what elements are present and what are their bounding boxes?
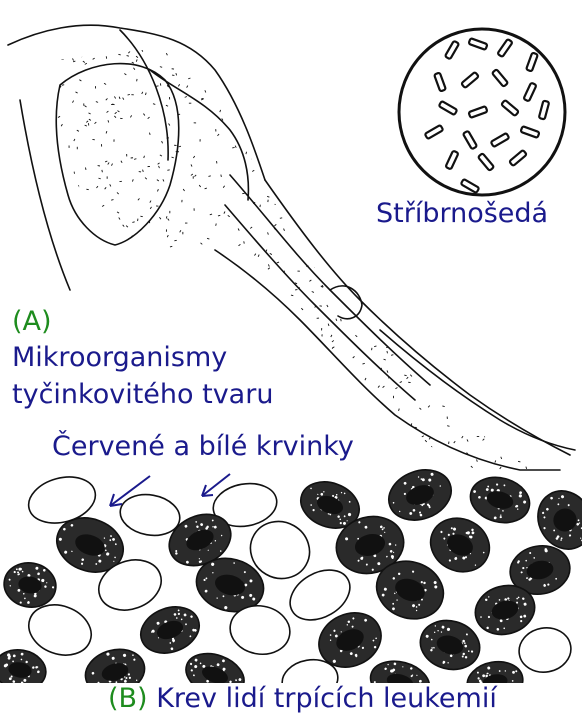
forearm-line xyxy=(380,330,575,450)
label-silver-gray: Stříbrnošedá xyxy=(376,200,548,227)
label-part-b: (B) xyxy=(108,683,148,714)
shoulder-contour xyxy=(8,25,265,180)
white-blood-cell xyxy=(465,471,534,529)
deltoid-curve xyxy=(120,30,168,160)
label-microorganisms-line2: tyčinkovitého tvaru xyxy=(12,381,273,408)
white-blood-cell xyxy=(415,614,485,676)
white-blood-cell xyxy=(0,646,49,694)
label-part-a: (A) xyxy=(12,308,52,335)
white-blood-cell xyxy=(134,599,205,661)
red-blood-cell xyxy=(516,624,575,676)
label-microorganisms-line1: Mikroorganismy xyxy=(12,344,227,371)
label-blood-cells: Červené a bílé krvinky xyxy=(52,433,354,460)
white-blood-cell xyxy=(1,559,60,611)
elbow-knuckle xyxy=(330,286,362,319)
white-blood-cell xyxy=(422,509,498,581)
magnified-circle xyxy=(399,29,565,195)
shoulder-bone xyxy=(150,70,248,200)
label-part-b-caption: (B) Krev lidí trpících leukemií xyxy=(108,685,497,712)
torso-edge xyxy=(20,100,70,290)
label-leukemia-blood: Krev lidí trpících leukemií xyxy=(156,683,497,714)
humerus-line-2 xyxy=(225,205,415,400)
blood-cells-drawing xyxy=(0,462,582,710)
white-blood-cell xyxy=(382,462,459,529)
